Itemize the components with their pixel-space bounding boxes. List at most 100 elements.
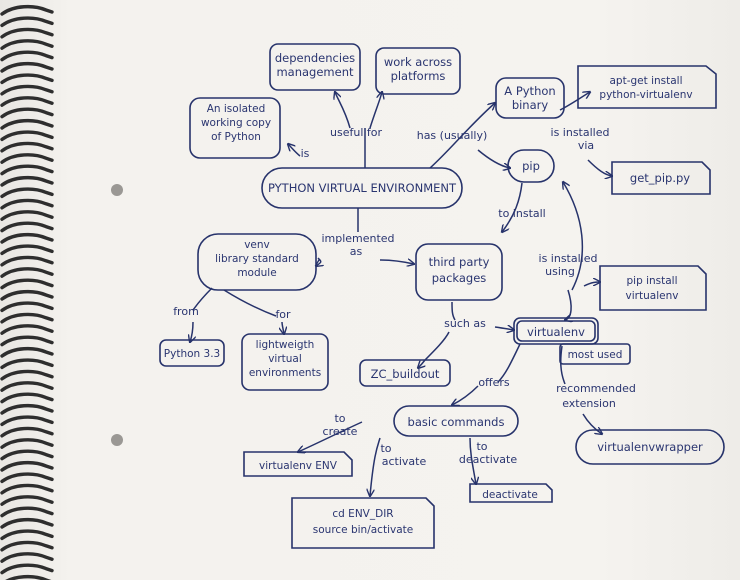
node-isolated-working-copy[interactable]: An isolated working copy of Python <box>189 97 281 159</box>
label-installed-using-2: using <box>545 265 575 278</box>
lightweight-line-3: environments <box>249 367 321 379</box>
spiral-coil <box>0 369 54 381</box>
spiral-coil <box>0 278 54 290</box>
spiral-coil <box>0 16 54 28</box>
isolated-line-3: of Python <box>211 131 261 143</box>
label-implemented-1: implemented <box>321 232 394 245</box>
venv-std-line-3: module <box>237 267 276 279</box>
spiral-coil <box>0 529 54 541</box>
isolated-line-2: working copy <box>201 117 271 129</box>
lightweight-line-1: lightweigth <box>256 339 315 351</box>
node-virtualenvwrapper[interactable]: virtualenvwrapper <box>575 429 725 465</box>
spiral-coil <box>0 141 54 153</box>
spiral-coil <box>0 187 54 199</box>
zc-buildout-label: ZC_buildout <box>371 367 440 381</box>
binary-line-1: A Python <box>504 84 555 98</box>
spiral-coil <box>0 346 54 358</box>
cd-line-1: cd ENV_DIR <box>332 508 393 520</box>
node-virtualenv[interactable]: virtualenv <box>513 317 599 345</box>
spiral-coil <box>0 267 54 278</box>
label-is: is <box>301 147 310 160</box>
isolated-line-1: An isolated <box>207 103 266 115</box>
spiral-coil <box>0 289 54 301</box>
node-deactivate[interactable]: deactivate <box>469 483 553 503</box>
virtualenv-label: virtualenv <box>527 325 585 339</box>
spiral-coil <box>0 244 54 256</box>
spiral-coil <box>0 232 54 244</box>
label-installed-using-1: is installed <box>539 252 598 265</box>
label-installed-via-2: via <box>578 139 594 152</box>
spiral-coil <box>0 540 54 552</box>
node-python-virtual-environment[interactable]: PYTHON VIRTUAL ENVIRONMENT <box>261 167 463 209</box>
spiral-coil <box>0 438 54 449</box>
most-used-label: most used <box>568 349 623 361</box>
node-lightweight-environments[interactable]: lightweigth virtual environments <box>241 333 329 391</box>
label-implemented-2: as <box>350 245 363 258</box>
spiral-coil <box>0 563 54 575</box>
spiral-coil <box>0 392 54 404</box>
pip-install-line-1: pip install <box>626 275 677 287</box>
label-for: for <box>275 308 291 321</box>
node-third-party-packages[interactable]: third party packages <box>415 243 503 301</box>
spiral-coil <box>0 324 54 335</box>
spiral-coil <box>0 312 54 324</box>
spiral-coil <box>0 552 54 563</box>
basic-commands-label: basic commands <box>408 415 505 429</box>
spiral-coil <box>0 506 54 518</box>
label-to-activate-2: activate <box>382 455 427 468</box>
node-zc-buildout[interactable]: ZC_buildout <box>359 359 451 387</box>
node-get-pip[interactable]: get_pip.py <box>611 161 711 195</box>
spiral-coil <box>0 449 54 461</box>
spiral-coil <box>0 61 54 73</box>
label-recommended-1: recommended <box>556 382 636 395</box>
platforms-line-1: work across <box>384 55 452 69</box>
node-most-used[interactable]: most used <box>559 343 631 365</box>
label-offers: offers <box>478 376 510 389</box>
node-virtualenv-env[interactable]: virtualenv ENV <box>243 451 353 477</box>
spiral-coil <box>0 50 54 62</box>
node-basic-commands[interactable]: basic commands <box>393 405 519 437</box>
deactivate-label: deactivate <box>482 489 538 501</box>
spiral-coil <box>0 335 54 347</box>
label-has-usually: has (usually) <box>417 129 488 142</box>
third-party-line-1: third party <box>429 255 490 269</box>
pip-label: pip <box>522 159 540 173</box>
spiral-coil <box>0 301 54 313</box>
label-installed-via-1: is installed <box>551 126 610 139</box>
spiral-coil <box>0 73 54 85</box>
spiral-coil <box>0 426 54 438</box>
virtualenvwrapper-label: virtualenvwrapper <box>597 440 703 454</box>
spiral-coil <box>0 460 54 472</box>
apt-line-2: python-virtualenv <box>599 89 692 101</box>
node-python-33[interactable]: Python 3.3 <box>159 339 225 367</box>
edge-labels: useful for is has (usually) is installed… <box>173 126 636 468</box>
spiral-coil <box>0 175 54 187</box>
node-pip[interactable]: pip <box>507 149 555 183</box>
label-useful-for: useful for <box>330 126 382 139</box>
lightweight-line-2: virtual <box>268 353 302 365</box>
cd-line-2: source bin/activate <box>313 524 413 536</box>
third-party-line-2: packages <box>432 271 487 285</box>
spiral-coil <box>0 221 54 233</box>
